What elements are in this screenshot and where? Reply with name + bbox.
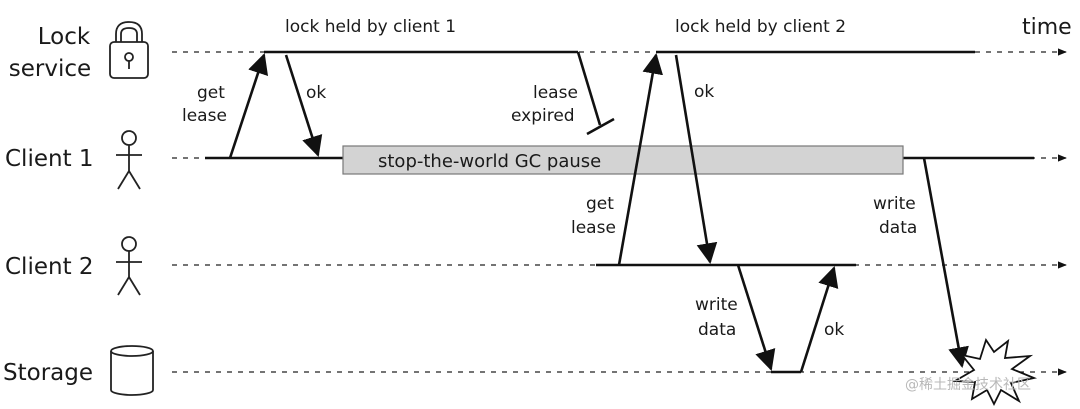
get-lease1-label-line1: get: [197, 83, 225, 103]
gc-pause-bar: [342, 145, 904, 175]
ok-to-client1-arrow: [284, 54, 323, 157]
lock-service-label-line2: service: [9, 56, 91, 82]
client2-stick-figure-icon: [116, 236, 142, 296]
write2-label-line1: write: [873, 194, 916, 214]
time-axis-label: time: [1022, 15, 1072, 40]
client1-get-lease-arrow: [228, 53, 269, 159]
lock-service-label-line1: Lock: [38, 24, 91, 50]
get-lease2-label-line1: get: [586, 194, 614, 214]
client1-label: Client 1: [5, 146, 94, 172]
database-cylinder-icon: [110, 345, 154, 396]
client1-write-data-arrow: [922, 157, 969, 369]
ok3-label: ok: [824, 320, 844, 340]
get-lease2-label-line2: lease: [571, 218, 616, 238]
write1-label-line2: data: [698, 320, 736, 340]
client2-label: Client 2: [5, 254, 94, 280]
gc-pause-label: stop-the-world GC pause: [378, 151, 601, 172]
write2-label-line2: data: [879, 218, 917, 238]
write1-label-line1: write: [695, 295, 738, 315]
ok-to-client2-arrow: [674, 54, 718, 265]
padlock-icon: [109, 21, 149, 79]
lease-expired-cross: [586, 117, 615, 136]
client1-stick-figure-icon: [116, 130, 142, 190]
lease-expired-line: [576, 51, 602, 126]
ok1-label: ok: [306, 83, 326, 103]
lease-expired-label-line2: expired: [511, 106, 575, 126]
watermark: @稀土掘金技术社区: [905, 377, 1031, 393]
lease-expired-label-line1: lease: [533, 83, 578, 103]
lock-held-client2-label: lock held by client 2: [675, 17, 846, 37]
starburst-icon: [951, 337, 1038, 407]
client2-write-data-arrow: [736, 264, 776, 371]
get-lease1-label-line2: lease: [182, 106, 227, 126]
ok-from-storage-arrow: [799, 266, 839, 373]
client2-get-lease-arrow: [617, 52, 663, 266]
lock-held-client1-label: lock held by client 1: [285, 17, 456, 37]
storage-label: Storage: [3, 360, 93, 386]
ok2-label: ok: [694, 82, 714, 102]
